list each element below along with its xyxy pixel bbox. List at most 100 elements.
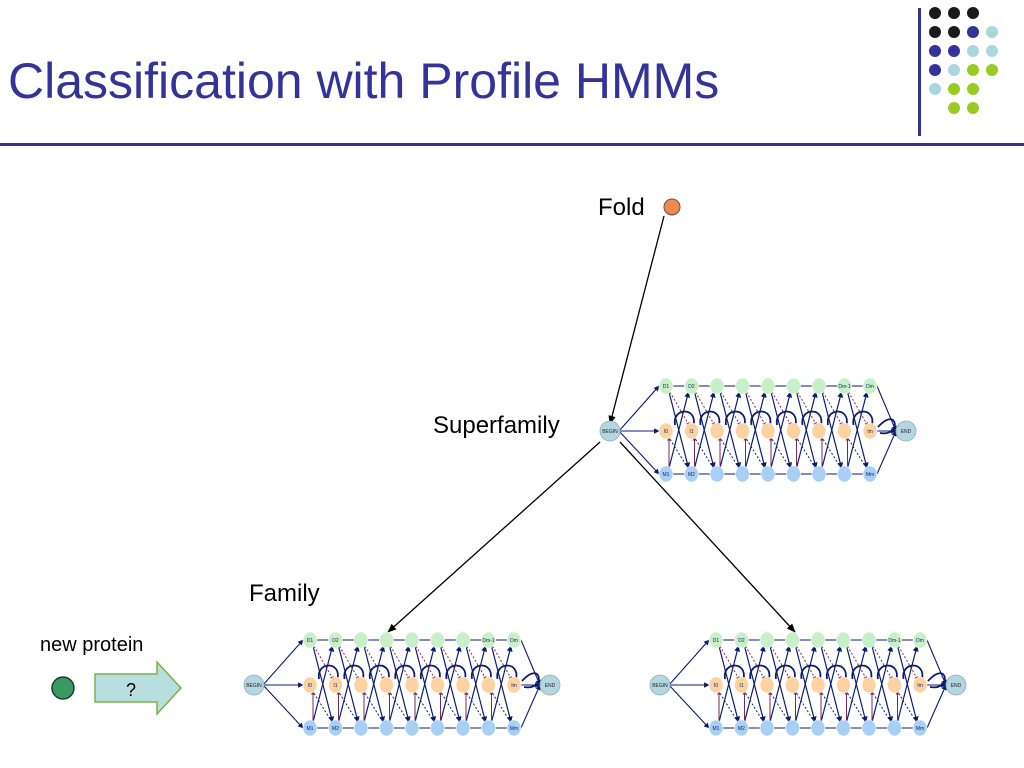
delete-match-edge [896,645,919,723]
insert-state [862,422,878,440]
insert-self-loop [927,672,946,689]
delete-match-edge [693,391,716,469]
insert-self-loop [496,664,518,680]
insert-self-loop [750,410,772,426]
insert-state [684,422,699,440]
insert-match-edge [845,689,867,724]
begin-transition-edge [618,430,660,475]
insert-self-loop [902,664,924,680]
delete-insert-edge [364,645,385,681]
delete-insert-edge [390,645,411,681]
end-state-label: END [901,429,912,435]
delete-state [759,631,775,649]
fold-node [663,198,681,216]
insert-match-edge [717,689,739,724]
insert-match-edge [743,689,765,724]
match-state [684,465,699,483]
delete-state [708,631,724,649]
delete-state-label: D2 [332,638,339,644]
decorative-dot [948,102,960,114]
insert-state [786,422,801,440]
insert-match-edge [744,435,766,470]
delete-match-edge [820,645,843,723]
insert-match-edge [896,689,918,724]
match-state [734,719,749,737]
begin-transition-edge [262,684,304,729]
match-state [912,719,928,737]
match-state [302,719,318,737]
delete-state [887,631,902,649]
begin-state-label: BEGIN [246,683,262,689]
insert-self-loop [852,410,874,426]
match-state-label: M1 [307,726,314,732]
insert-match-edge [413,689,435,724]
begin-state-label: BEGIN [602,429,618,435]
delete-insert-edge [720,391,741,427]
delete-match-edge [794,645,817,723]
end-state [945,674,967,696]
delete-state [760,377,776,395]
match-state [735,465,750,483]
insert-self-loop [776,410,797,426]
delete-insert-edge [848,391,869,427]
delete-insert-edge [771,391,792,427]
insert-state-label: I1 [333,683,337,689]
delete-state-label: Dm [916,638,924,644]
delete-insert-edge [872,645,893,681]
match-state [861,719,877,737]
insert-self-loop [800,664,822,680]
delete-state-label: Dm [866,384,874,390]
insert-match-edge [795,435,817,470]
match-state [836,719,851,737]
insert-self-loop [699,410,721,426]
match-state-label: M2 [688,472,695,478]
insert-state [708,676,724,694]
delete-match-edge [337,645,360,723]
insert-self-loop [827,410,848,426]
decorative-dot [929,7,941,19]
insert-match-edge [819,689,841,724]
insert-match-edge [693,435,715,470]
end-transition-edge [520,639,541,686]
match-state-label: Mm [866,472,874,478]
new-protein-node [51,676,75,700]
insert-match-edge [464,689,486,724]
delete-state [861,631,877,649]
decorative-dot [967,7,979,19]
delete-state-label: Dm-1 [838,384,850,390]
delete-insert-edge [415,645,436,681]
delete-insert-edge [770,645,791,681]
delete-match-edge [414,645,437,723]
delete-match-edge [770,391,793,469]
insert-state [353,676,369,694]
family-label: Family [249,580,320,607]
match-state [506,719,522,737]
delete-insert-edge [441,645,462,681]
end-transition-edge [876,385,897,432]
delete-state [328,631,343,649]
delete-insert-edge [695,391,716,427]
match-state [862,465,878,483]
delete-match-edge [718,645,741,723]
match-state [708,719,724,737]
superfamily-to-family-right-edge [619,441,796,633]
query-mark: ? [126,680,136,700]
delete-insert-edge [796,645,817,681]
delete-state-label: Dm-1 [482,638,494,644]
delete-state-label: D2 [688,384,695,390]
delete-state [836,631,851,649]
delete-state [506,631,522,649]
delete-state [430,631,445,649]
decorative-dot [986,26,998,38]
delete-insert-edge [669,391,690,427]
query-arrow[interactable] [94,660,183,716]
delete-match-edge [845,645,868,723]
delete-insert-edge [746,391,767,427]
match-state [810,719,826,737]
delete-state-label: D1 [713,638,720,644]
delete-match-edge [821,391,844,469]
insert-state [836,676,851,694]
insert-state [735,422,750,440]
